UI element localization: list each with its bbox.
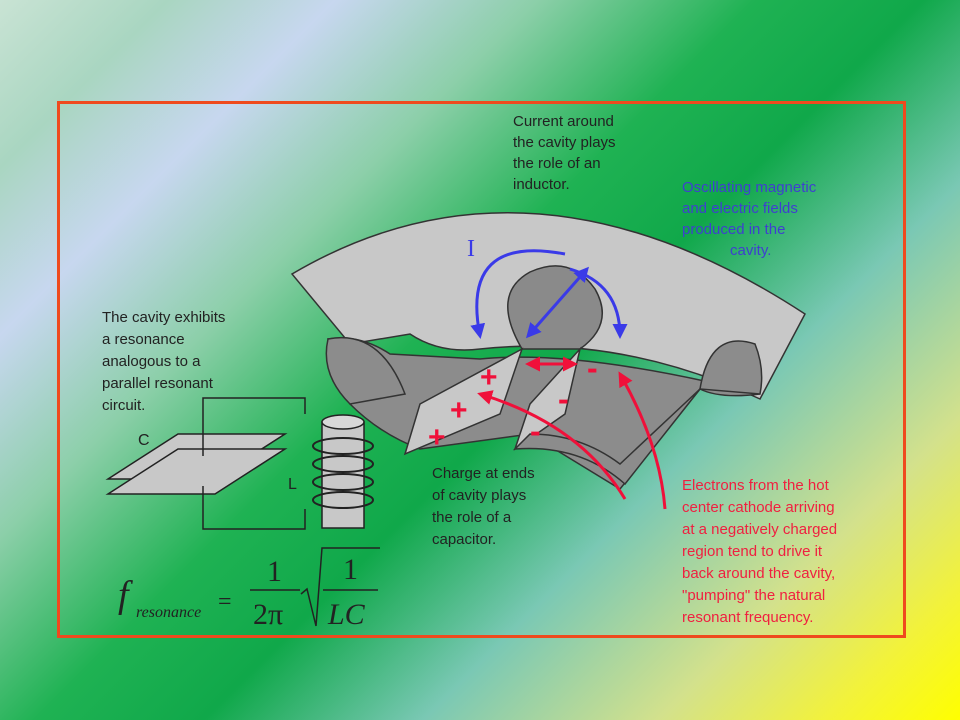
- diagram-frame: + + + - - - I C L Current around the cav…: [57, 101, 906, 638]
- circuit-wire-bottom: [202, 486, 306, 530]
- charge-minus-1: -: [587, 350, 598, 386]
- charge-minus-2: -: [558, 381, 569, 417]
- formula-den2: LC: [327, 598, 366, 631]
- magnetron-cavity-diagram: + + + - - - I C L Current around the cav…: [102, 113, 841, 631]
- charge-minus-3: -: [530, 413, 541, 449]
- charge-plus-1: +: [480, 361, 498, 394]
- formula-num2: 1: [343, 553, 358, 586]
- resonance-formula: f resonance = 1 2π 1 LC: [118, 547, 380, 631]
- cavity-left-lobe: [325, 337, 407, 405]
- formula-sqrt: [300, 547, 380, 627]
- inductor-coil: [312, 437, 374, 509]
- resonance-label: The cavity exhibits a resonance analogou…: [102, 309, 230, 414]
- formula-num1: 1: [267, 555, 282, 588]
- electron-arrow-right: [618, 371, 667, 510]
- electrons-label: Electrons from the hot center cathode ar…: [682, 477, 841, 626]
- circuit-wire-top: [202, 397, 306, 456]
- formula-subscript: resonance: [136, 604, 201, 621]
- capacitor-symbol: C: [138, 432, 150, 449]
- inductor-label: Current around the cavity plays the role…: [513, 113, 620, 193]
- slot-floor: [513, 388, 701, 486]
- capacitor-label: Charge at ends of cavity plays the role …: [432, 465, 539, 548]
- inductor-symbol: L: [288, 476, 297, 493]
- formula-equals: =: [218, 589, 232, 615]
- charge-plus-2: +: [450, 394, 468, 427]
- formula-f: f: [118, 574, 133, 616]
- fields-label: Oscillating magnetic and electric fields…: [682, 179, 820, 259]
- cavity-right-lobe: [699, 340, 763, 395]
- formula-den1: 2π: [253, 598, 283, 631]
- charge-plus-3: +: [428, 421, 446, 454]
- electron-arrow-left: [477, 390, 627, 500]
- current-arrow-left: [470, 249, 566, 339]
- capacitor-plate-bottom: [105, 448, 288, 495]
- inductor-core-top: [321, 414, 365, 430]
- current-symbol: I: [467, 236, 475, 262]
- field-arrow-blue: [526, 266, 589, 339]
- slot-wall-left: [403, 347, 524, 456]
